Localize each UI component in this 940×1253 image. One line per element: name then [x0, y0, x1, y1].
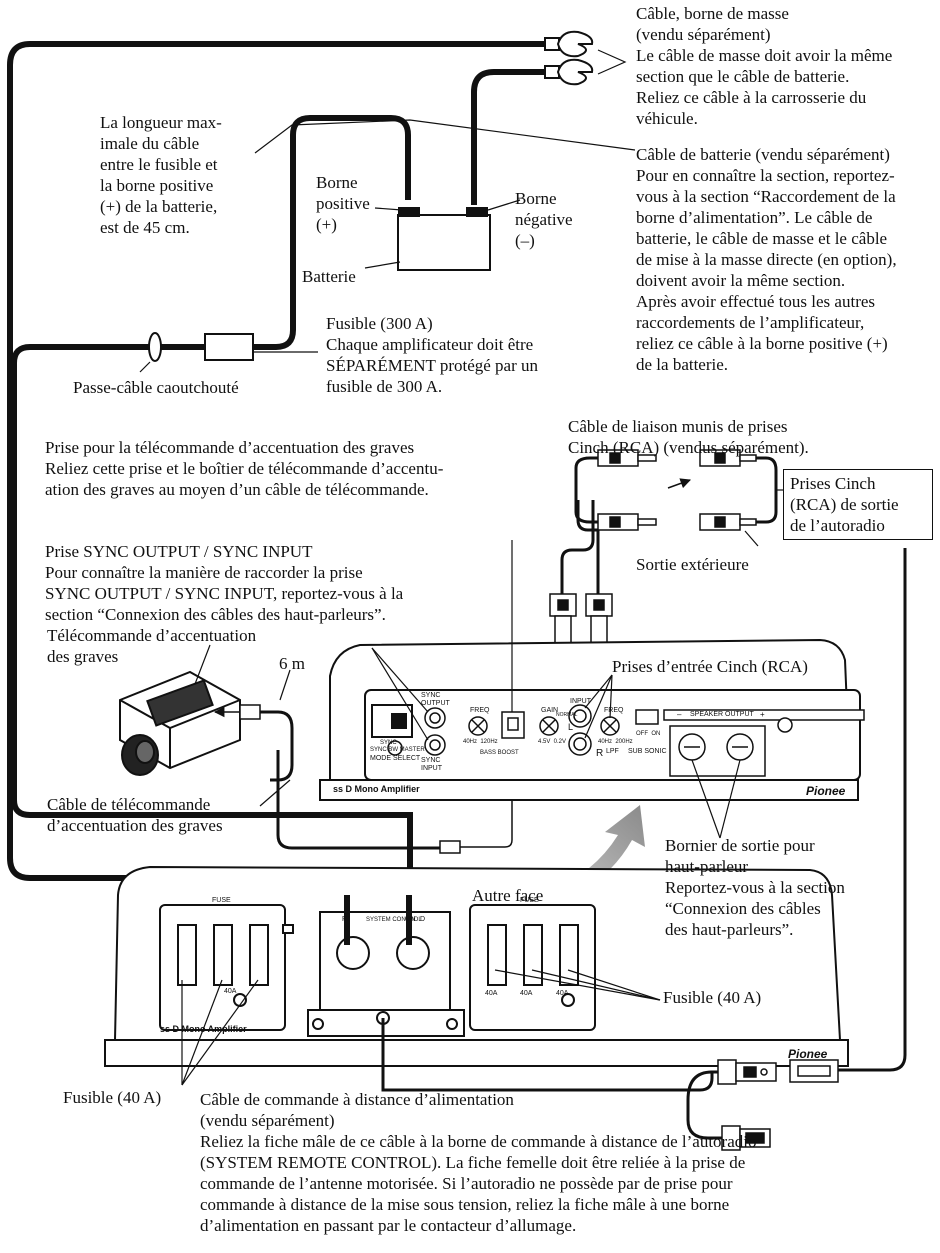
gnd-text: GN: [405, 916, 416, 923]
battery-cable-label: Câble de batterie (vendu séparément) Pou…: [636, 145, 897, 374]
ground-lug-2: [544, 58, 594, 86]
sync-output-text: SYNC OUTPUT: [421, 692, 450, 707]
lpf-range-text: 40Hz 200Hz: [598, 739, 633, 745]
negative-cable: [471, 69, 548, 205]
head-unit-rca-label: Prises Cinch (RCA) de sortie de l’autora…: [790, 474, 899, 535]
top-brand-text: Pionee: [806, 784, 846, 798]
freq-range-text: 40Hz 120Hz: [463, 739, 498, 745]
grommet: [148, 332, 162, 362]
head-unit-rca-box: Prises Cinch (RCA) de sortie de l’autora…: [783, 469, 933, 540]
freq-text: FREQ: [470, 707, 490, 714]
sync-text: SYNC: [380, 740, 397, 746]
speaker-terminal-label: Bornier de sortie pour haut-parleur Repo…: [665, 836, 845, 939]
rca-inputs-label: Prises d’entrée Cinch (RCA): [612, 657, 808, 676]
battery-label: Batterie: [302, 267, 356, 286]
fuse-300-label: Fusible (300 A) Chaque amplificateur doi…: [326, 314, 539, 396]
mode-select-text: MODE SELECT: [370, 755, 421, 762]
leader-battery-cable: [254, 119, 636, 154]
speaker-output-text: SPEAKER OUTPUT: [690, 711, 754, 718]
six-m-label: 6 m: [279, 654, 305, 673]
ground-cable-label: Câble, borne de masse (vendu séparément)…: [636, 4, 893, 128]
l-text: L: [568, 722, 574, 732]
sync-input-text: SYNC INPUT: [421, 757, 442, 772]
other-side-label: Autre face: [472, 886, 544, 905]
leader-ground: [597, 49, 627, 75]
bottom-fuse-rating-right-1: 40A: [485, 990, 498, 997]
battery: [397, 214, 491, 271]
main-fuse: [204, 333, 254, 361]
head-unit-power-line: [838, 548, 907, 1072]
bottom-fuse-rating-left: 40A: [224, 988, 237, 995]
input-text: INPUT: [570, 698, 591, 705]
speaker-minus-text: –: [677, 710, 682, 719]
amplifier-main-body: [104, 865, 849, 1067]
fuse-40-left-label: Fusible (40 A): [63, 1088, 162, 1107]
normal-text: NORMAL: [556, 712, 578, 718]
bottom-model-text: ss D Mono Amplifier: [160, 1024, 247, 1034]
gain-text: GAIN: [541, 707, 559, 714]
bottom-fuse-rating-right-3: 40A: [556, 990, 569, 997]
battery-cable: [11, 115, 413, 895]
negative-terminal-label: Borne négative (–): [515, 189, 573, 250]
r-text: R: [596, 748, 604, 759]
lpf-freq-text: FREQ: [604, 707, 624, 714]
gain-range-text: 4.5V 0.2V: [538, 739, 567, 745]
positive-terminal-label: Borne positive (+): [316, 173, 370, 234]
remote-plugs: [717, 1059, 839, 1151]
bass-remote-cable: [258, 710, 294, 782]
bass-remote-device: [119, 670, 241, 776]
remote-cable-label: Câble de commande à distance d’alimentat…: [200, 1090, 757, 1235]
remote-control-cable: [381, 1018, 718, 1092]
rca-cable-label: Câble de liaison munis de prises Cinch (…: [568, 417, 809, 457]
top-model-text: ss D Mono Amplifier: [333, 784, 420, 794]
off-on-text: OFF ON: [636, 731, 661, 737]
bass-remote-cable-label: Câble de télécommande d’accentuation des…: [47, 795, 223, 835]
bass-remote-jack-label: Prise pour la télécommande d’accentuatio…: [45, 438, 444, 499]
d-text: D: [420, 916, 426, 923]
sub-sonic-text: SUB SONIC: [628, 748, 667, 755]
bottom-brand-text: Pionee: [788, 1047, 828, 1061]
lpf-text: LPF: [606, 748, 619, 755]
sync-bw-master-text: SYNC BW MASTER: [370, 747, 425, 753]
grommet-label: Passe-câble caoutchouté: [73, 378, 239, 397]
bottom-fuse-rating-right-2: 40A: [520, 990, 533, 997]
bass-remote-label: Télécommande d’accentuation des graves: [47, 626, 257, 666]
ground-cable: [7, 41, 548, 895]
bottom-fuse-left-text: FUSE: [212, 897, 231, 904]
external-output-label: Sortie extérieure: [636, 555, 749, 574]
sync-jack-label: Prise SYNC OUTPUT / SYNC INPUT Pour conn…: [45, 542, 404, 624]
max-length-label: La longueur max- imale du câble entre le…: [100, 113, 222, 237]
bass-boost-text: BASS BOOST: [480, 750, 519, 756]
fuse-40-right-label: Fusible (40 A): [663, 988, 762, 1007]
other-side-arrow: [535, 805, 645, 905]
ground-lug-1: [544, 30, 594, 58]
system-control-text: SYSTEM CONTROL: [366, 917, 422, 923]
speaker-plus-text: +: [760, 710, 765, 719]
power-text: P: [342, 916, 347, 923]
bottom-fuse-right-text: FUSE: [520, 897, 539, 904]
